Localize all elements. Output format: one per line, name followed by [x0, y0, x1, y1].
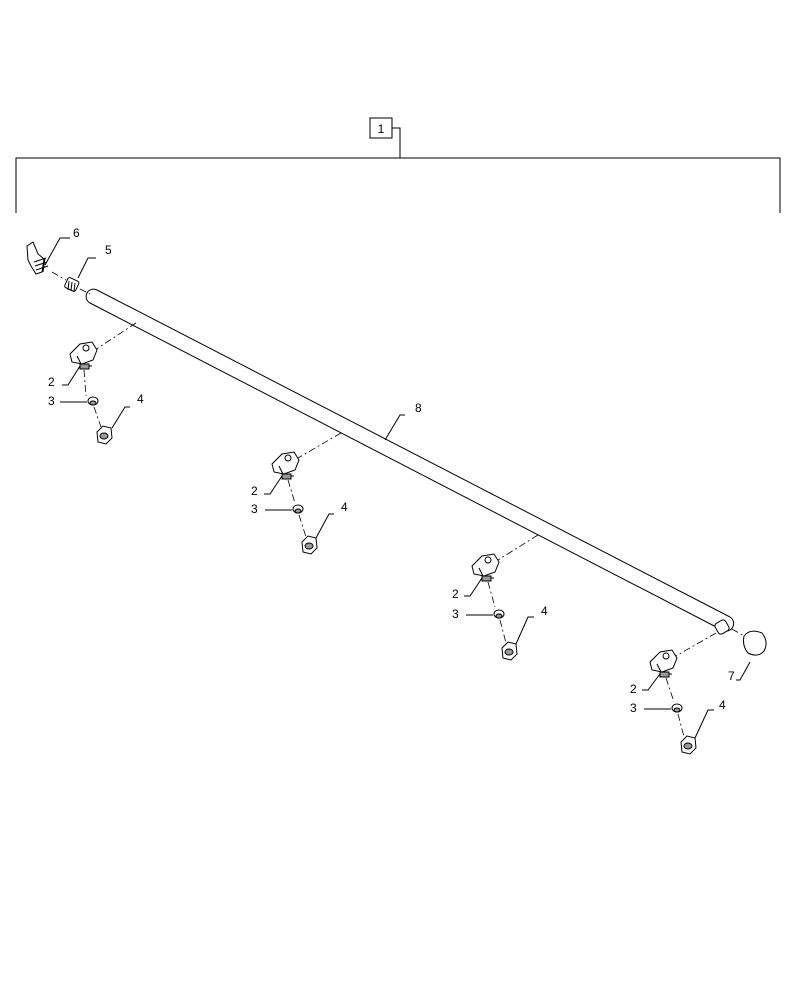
callout-seal: 3	[630, 701, 637, 715]
seal	[671, 703, 683, 713]
seal	[292, 504, 304, 514]
nozzle-body	[649, 649, 678, 678]
assembly-label: 1	[378, 122, 385, 136]
nozzle-group-1: 2 3 4	[48, 322, 144, 445]
callout-nozzle-body: 2	[251, 484, 258, 498]
nozzle-body	[471, 553, 500, 582]
nozzle-group-2: 2 3 4	[251, 432, 348, 555]
callout-nut: 4	[137, 392, 144, 406]
nut	[96, 425, 113, 445]
callout-nozzle-body: 2	[630, 682, 637, 696]
nozzle-body	[69, 341, 98, 370]
assembly-bracket: 1	[15, 117, 781, 213]
callout-nut: 4	[341, 500, 348, 514]
callout-seal: 3	[452, 607, 459, 621]
seal	[87, 396, 99, 406]
pipe: 8	[85, 288, 735, 632]
nozzle-body	[271, 451, 300, 480]
nut	[501, 641, 518, 661]
callout-nozzle-body: 2	[48, 375, 55, 389]
nozzle-group-4: 2 3 4	[630, 632, 726, 755]
threaded-fitting: 5	[64, 243, 112, 295]
callout-end-cap: 7	[728, 669, 735, 683]
callout-seal: 3	[48, 394, 55, 408]
nut	[301, 535, 318, 555]
callout-elbow: 6	[73, 226, 80, 240]
callout-fitting: 5	[105, 243, 112, 257]
end-cap: 7	[714, 619, 767, 683]
nozzle-group-3: 2 3 4	[452, 534, 548, 661]
callout-pipe: 8	[415, 401, 422, 415]
callout-nozzle-body: 2	[452, 587, 459, 601]
seal	[493, 609, 505, 619]
callout-nut: 4	[541, 604, 548, 618]
elbow-fitting: 6	[26, 226, 80, 281]
callout-nut: 4	[719, 698, 726, 712]
callout-seal: 3	[251, 502, 258, 516]
nut	[680, 735, 697, 755]
